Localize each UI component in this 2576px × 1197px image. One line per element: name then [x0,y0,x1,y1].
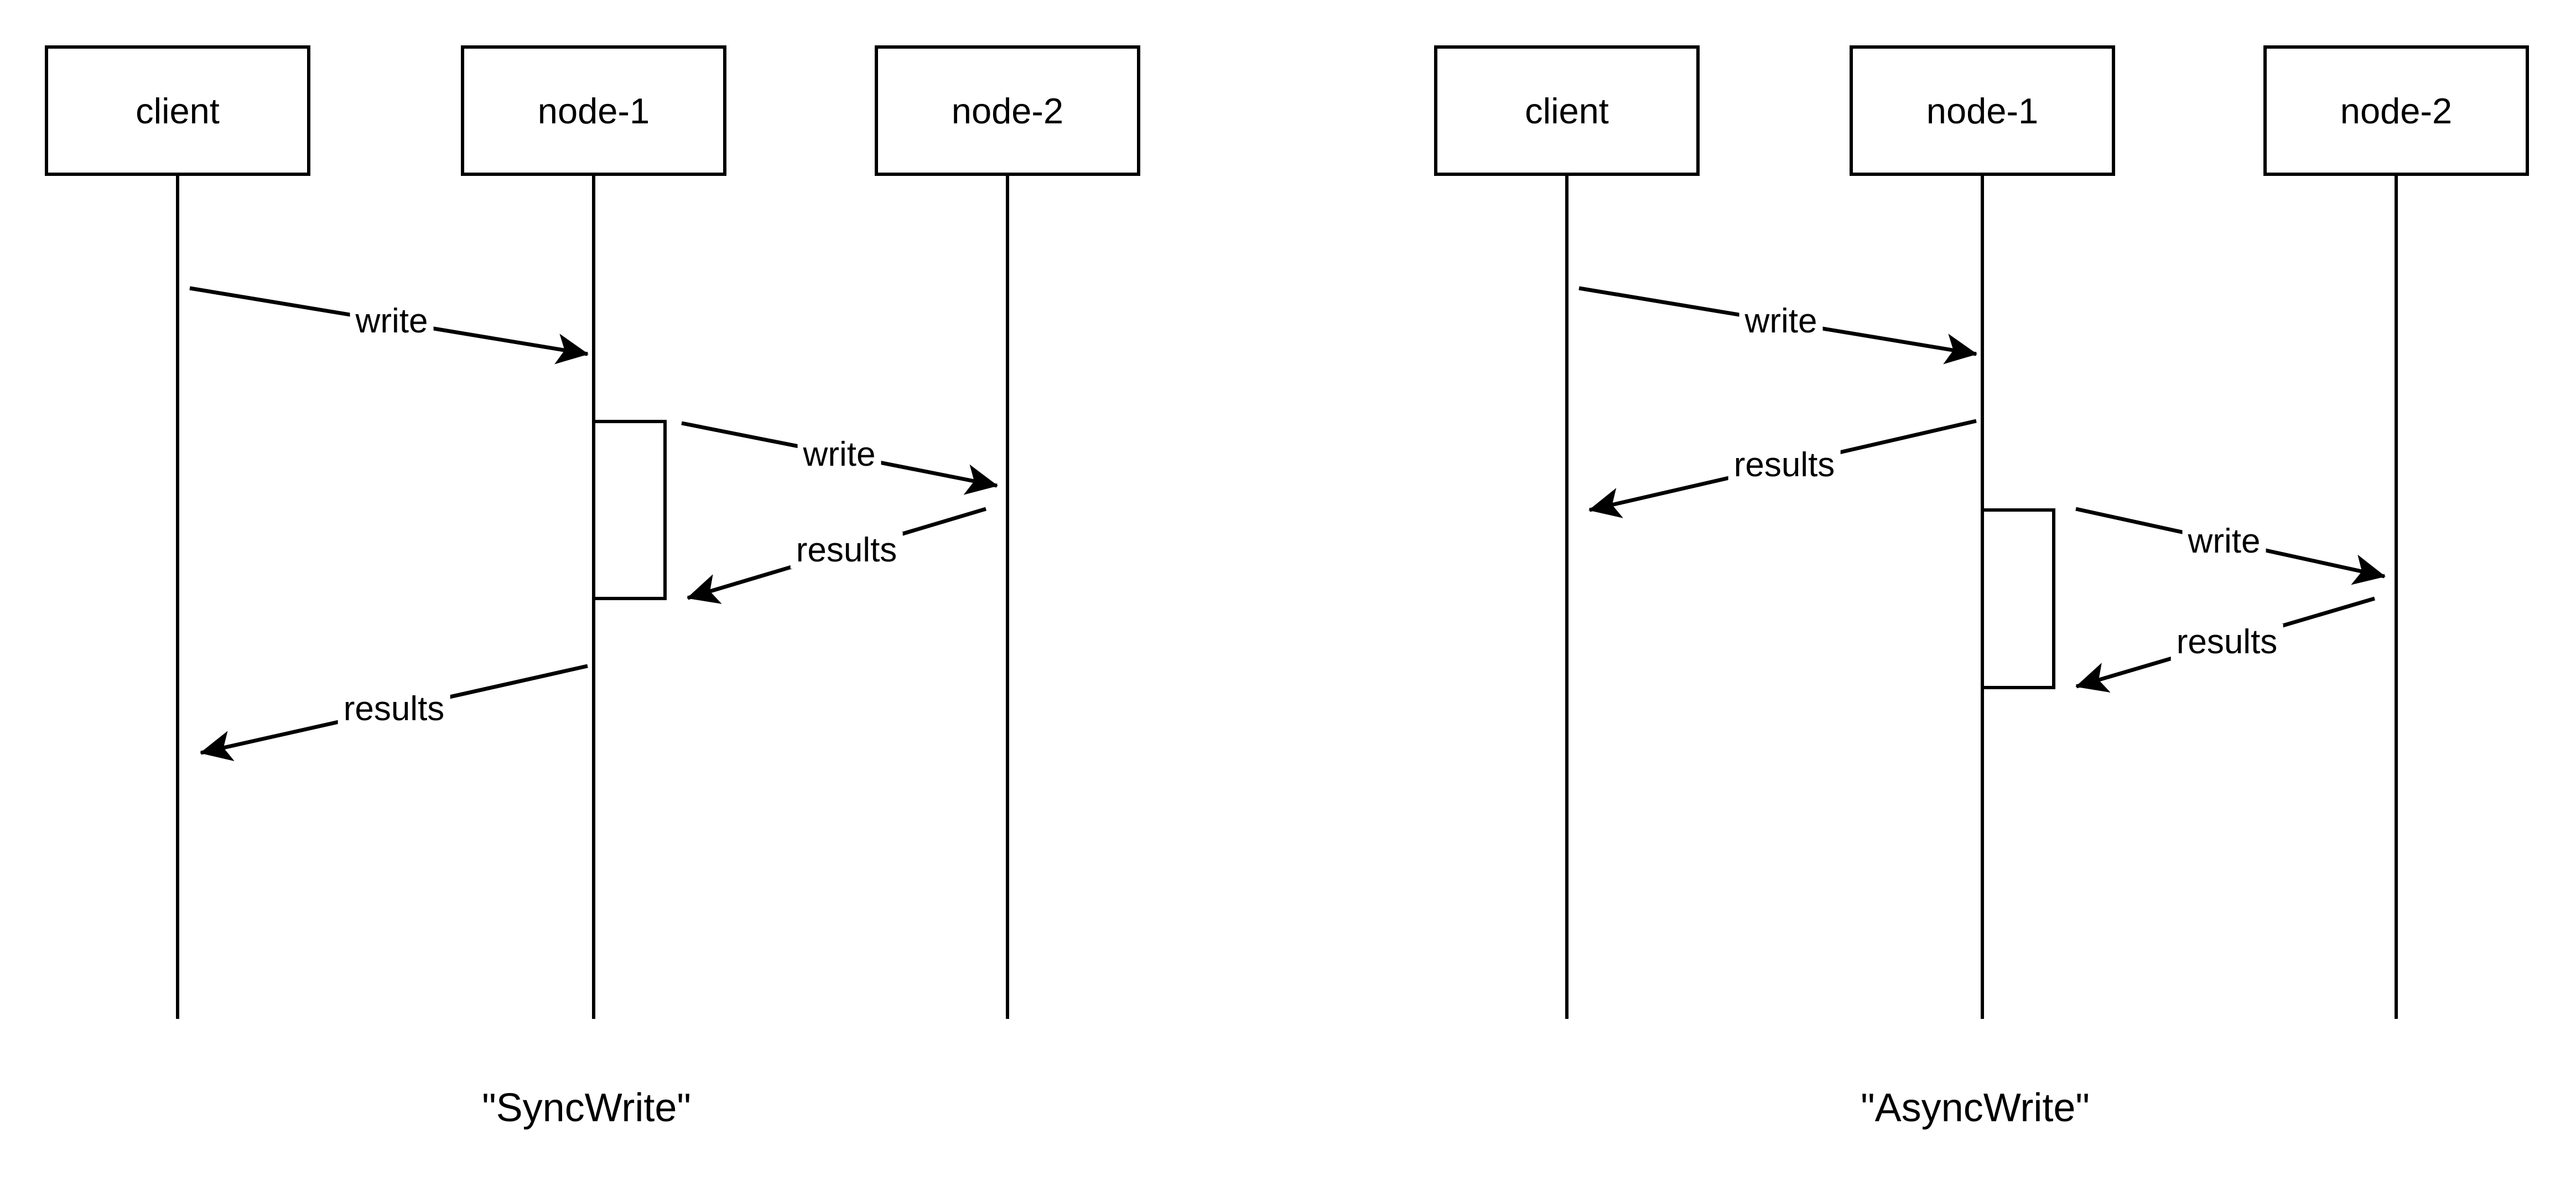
message-label-sync-write-2: write [797,436,881,473]
message-label-async-write-1: write [1739,303,1823,340]
actor-box-async-client: client [1434,45,1700,176]
message-label-sync-results-2: results [337,691,450,727]
actor-box-async-node-1: node-1 [1850,45,2115,176]
message-label-sync-write-1: write [350,303,434,340]
actor-box-sync-node-1: node-1 [461,45,726,176]
actor-box-async-node-2: node-2 [2263,45,2529,176]
activation-box-sync-node-1 [592,420,667,600]
message-label-async-results-2: results [2170,624,2283,660]
message-label-sync-results-1: results [790,532,903,569]
caption-sync-write: "SyncWrite" [482,1086,691,1130]
message-label-async-results-1: results [1728,447,1841,483]
caption-async-write: "AsyncWrite" [1861,1086,2090,1130]
actor-box-sync-client: client [45,45,310,176]
activation-box-async-node-1 [1981,508,2055,689]
actor-box-sync-node-2: node-2 [875,45,1140,176]
message-label-async-write-2: write [2182,523,2266,560]
